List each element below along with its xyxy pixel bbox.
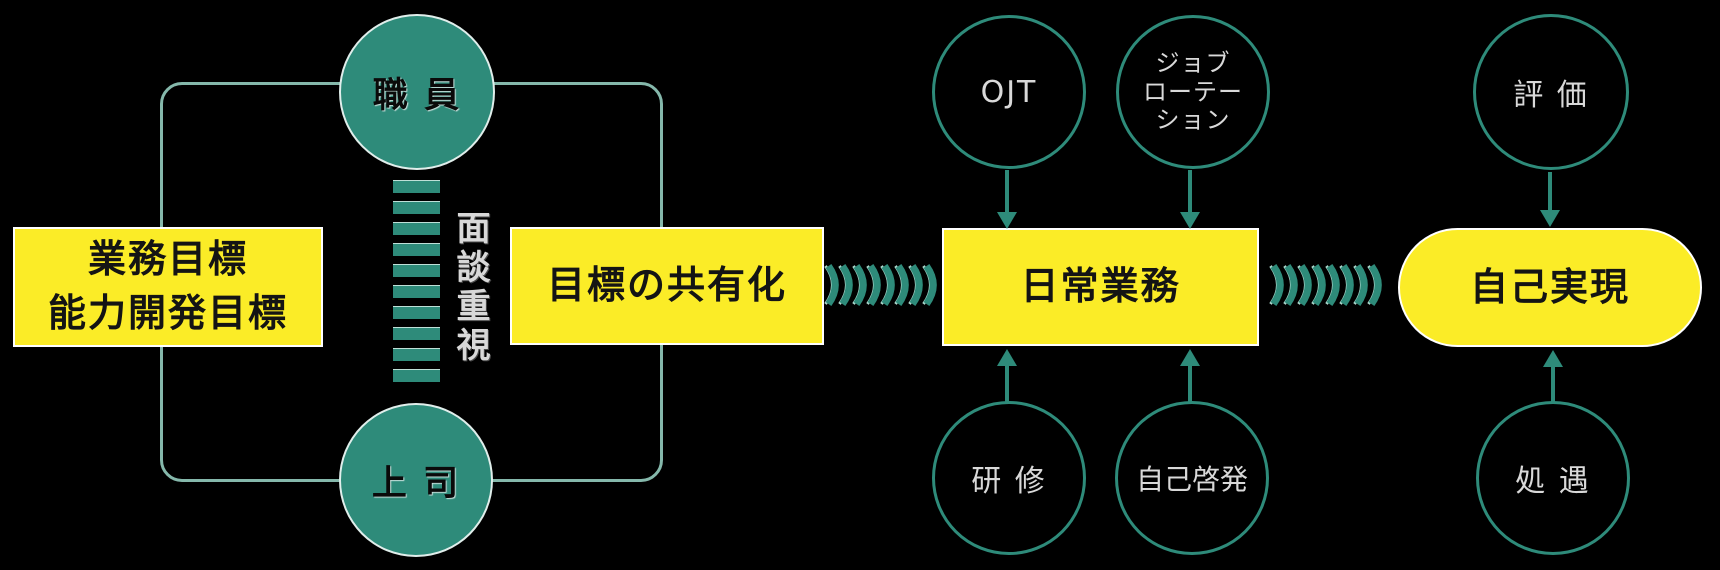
job-rotation-line3: ション [1155,106,1231,135]
evaluation-to-selfactualization-arrow [1540,172,1560,227]
daily-work-label: 日常業務 [1020,264,1181,309]
job-rotation-line1: ジョブ [1155,48,1231,77]
flow-chevrons-icon [1269,263,1385,307]
training-circle: 研 修 [932,401,1086,555]
treatment-circle: 処 遇 [1476,401,1630,555]
self-development-circle: 自己啓発 [1115,401,1269,555]
ojt-circle: OJT [932,15,1086,169]
boss-circle: 上 司 [339,403,493,557]
goals-box: 業務目標 能力開発目標 [13,227,323,347]
boss-label: 上 司 [371,463,461,504]
goal-sharing-box: 目標の共有化 [510,227,824,345]
training-to-daily-arrow [997,349,1017,403]
training-label: 研 修 [971,464,1047,499]
treatment-label: 処 遇 [1515,464,1591,499]
goal-sharing-label: 目標の共有化 [546,263,787,308]
goals-line2: 能力開発目標 [47,291,288,335]
ojt-to-daily-arrow [997,170,1017,229]
self-actualization-label: 自己実現 [1469,264,1630,309]
staff-circle: 職 員 [339,14,495,170]
goals-line1: 業務目標 [87,237,248,282]
self-actualization-box: 自己実現 [1398,228,1702,347]
interview-ladder-icon [393,180,440,390]
flow-chevrons-icon [824,263,940,307]
evaluation-label: 評 価 [1513,78,1589,113]
interview-emphasis-label: 面談重視 [450,210,490,366]
daily-work-box: 日常業務 [942,228,1259,346]
self-development-label: 自己啓発 [1135,463,1248,496]
job-rotation-line2: ローテー [1143,77,1243,106]
ojt-label: OJT [980,74,1038,110]
staff-label: 職 員 [372,75,462,116]
job-rotation-circle: ジョブ ローテー ション [1116,15,1270,169]
evaluation-circle: 評 価 [1473,14,1629,170]
selfdev-to-daily-arrow [1180,349,1200,403]
treatment-to-selfactualization-arrow [1543,350,1563,403]
jobrotation-to-daily-arrow [1180,170,1200,229]
